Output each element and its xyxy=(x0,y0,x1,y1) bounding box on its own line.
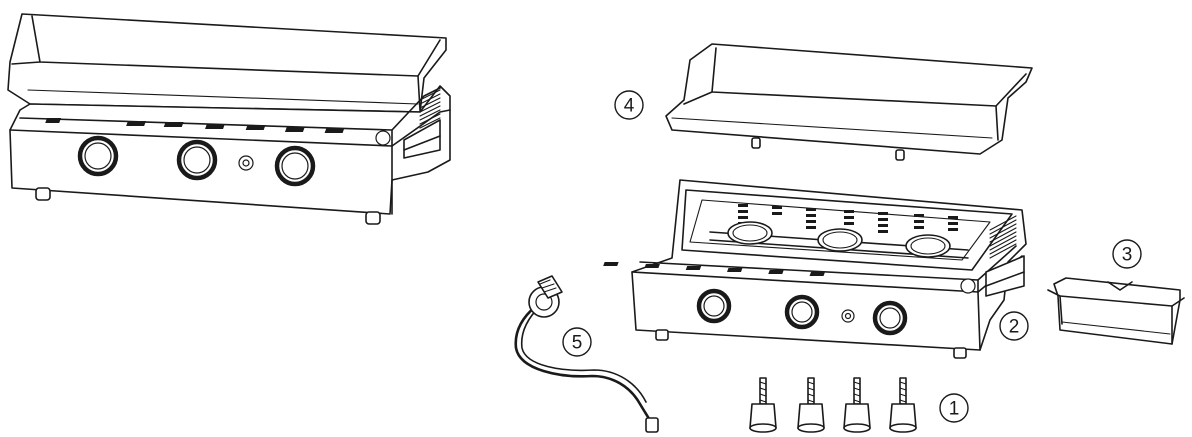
part-grease-tray xyxy=(1047,277,1185,345)
part-griddle-plate xyxy=(665,43,1033,161)
part-burner-base xyxy=(603,179,1027,359)
knob xyxy=(696,288,732,324)
assembled-burner-base xyxy=(9,85,451,225)
knob xyxy=(274,145,316,187)
callout-2: 2 xyxy=(999,311,1029,341)
callout-3-label: 3 xyxy=(1122,245,1133,266)
igniter-button xyxy=(841,309,855,323)
knob xyxy=(872,300,908,336)
knob xyxy=(784,294,820,330)
callout-2-label: 2 xyxy=(1009,317,1020,338)
foot xyxy=(889,377,917,433)
callout-5-label: 5 xyxy=(572,333,583,354)
foot xyxy=(749,377,777,433)
callout-5: 5 xyxy=(562,327,592,357)
callout-3: 3 xyxy=(1112,239,1142,269)
foot xyxy=(843,377,871,433)
knob xyxy=(77,135,119,177)
foot xyxy=(797,377,825,433)
callout-4: 4 xyxy=(614,90,644,120)
callout-4-label: 4 xyxy=(624,96,635,117)
regulator xyxy=(528,275,563,318)
assembled-griddle xyxy=(7,13,451,225)
part-feet xyxy=(749,377,917,433)
igniter-button xyxy=(238,155,254,171)
knob xyxy=(176,139,218,181)
part-gas-hose xyxy=(514,275,659,433)
assembled-griddle-plate xyxy=(7,13,447,113)
callout-1: 1 xyxy=(939,393,969,423)
callout-1-label: 1 xyxy=(949,399,960,420)
